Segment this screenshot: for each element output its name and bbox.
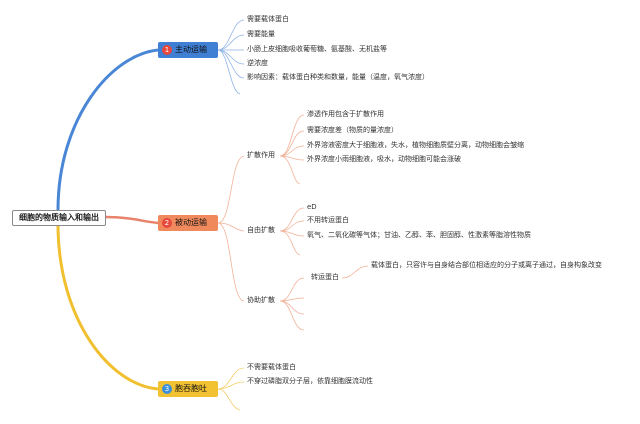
diffusion-node[interactable]: 扩散作用 xyxy=(247,151,275,159)
active-item-5[interactable]: 影响因素：载体蛋白种类和数量，能量（温度，氧气浓度） xyxy=(247,73,429,81)
diffusion-item-3[interactable]: 外界溶液密度大于细胞液，失水，植物细胞质壁分离，动物细胞会皱缩 xyxy=(307,141,524,149)
diffusion-item-1[interactable]: 渗透作用包含于扩散作用 xyxy=(307,110,384,118)
root-node[interactable]: 细胞的物质输入和输出 xyxy=(12,210,106,226)
diffusion-item-4[interactable]: 外界浓度小雨细胞液，吸水，动物细胞可能会涨破 xyxy=(307,155,461,163)
connector-root-passive xyxy=(103,215,159,225)
number-badge-1: 1 xyxy=(162,45,172,55)
active-item-3[interactable]: 小肠上皮细胞吸收葡萄糖、氨基酸、无机盐等 xyxy=(247,45,387,53)
branch-label-active: 主动运输 xyxy=(175,45,207,54)
carrier-protein-note[interactable]: 载体蛋白，只容许与自身结合部位相适应的分子或离子通过，自身构象改变 xyxy=(371,261,602,269)
branch-label-passive: 被动运输 xyxy=(175,218,207,227)
free-diffusion-item-1[interactable]: eD xyxy=(307,203,317,211)
free-diffusion-node[interactable]: 自由扩散 xyxy=(247,226,275,234)
endo-item-2[interactable]: 不穿过磷脂双分子层，依靠细胞膜流动性 xyxy=(247,377,373,385)
branch-label-endo: 胞吞胞吐 xyxy=(175,384,207,393)
transport-protein-node[interactable]: 转运蛋白 xyxy=(311,273,339,281)
active-item-4[interactable]: 逆浓度 xyxy=(247,59,268,67)
active-item-1[interactable]: 需要载体蛋白 xyxy=(247,15,289,23)
endo-fan xyxy=(217,367,245,411)
active-fan xyxy=(217,19,245,95)
free-diffusion-item-2[interactable]: 不用转运蛋白 xyxy=(307,216,349,224)
facilitated-diffusion-node[interactable]: 协助扩散 xyxy=(247,296,275,304)
free-diffusion-item-3[interactable]: 氧气、二氧化碳等气体；甘油、乙醇、苯、胆固醇、性激素等脂溶性物质 xyxy=(307,231,531,239)
passive-fan xyxy=(217,114,369,331)
diffusion-item-2[interactable]: 需要浓度差（物质的量浓度） xyxy=(307,126,398,134)
number-badge-3: 3 xyxy=(162,384,172,394)
connector-root-active xyxy=(56,48,159,211)
endo-item-1[interactable]: 不需要载体蛋白 xyxy=(247,363,296,371)
active-item-2[interactable]: 需要能量 xyxy=(247,30,275,38)
connector-root-endo xyxy=(56,223,159,391)
number-badge-2: 2 xyxy=(162,218,172,228)
